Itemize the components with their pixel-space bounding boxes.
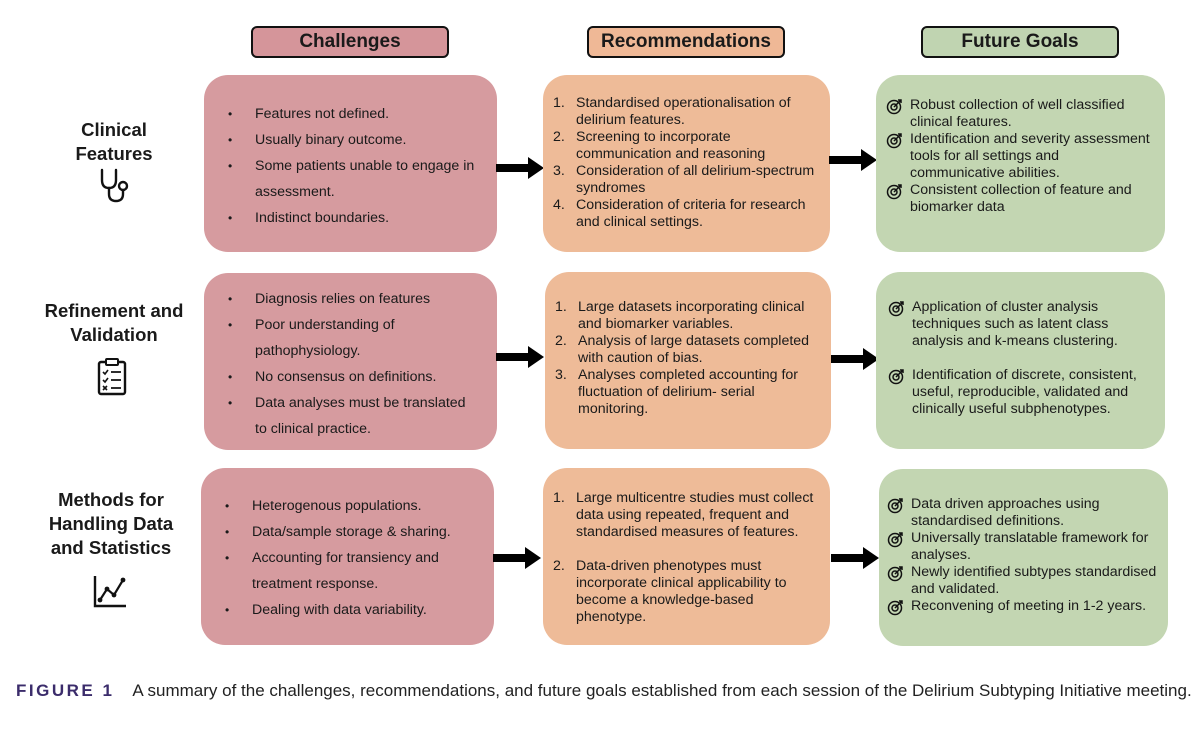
list-item: 4.Consideration of criteria for research… [553,197,806,230]
target-icon [886,133,902,149]
target-icon [888,301,904,317]
recommendations-box-methods-data-statistics: 1.Large multicentre studies must collect… [543,468,830,645]
clipboard-checklist-icon [97,358,127,396]
list-item: Consistent collection of feature and bio… [884,182,1157,216]
list-item: Data/sample storage & sharing. [225,519,478,545]
arrow-right-icon [496,157,544,179]
list-item: Some patients unable to engage in assess… [228,153,481,205]
recommendations-box-clinical-features: 1.Standardised operationalisation of del… [543,75,830,252]
list-item: 1.Standardised operationalisation of del… [553,95,791,128]
list-item: Poor understanding of pathophysiology. [228,312,481,364]
arrow-right-icon [496,346,544,368]
list-item: 2.Data-driven phenotypes must incorporat… [553,558,787,625]
recommendations-box-refinement-validation: 1.Large datasets incorporating clinical … [545,272,831,449]
future-goals-box-methods-data-statistics: Data driven approaches using standardise… [879,469,1168,646]
figure-caption: FIGURE 1 A summary of the challenges, rec… [16,678,1196,704]
future-goals-header: Future Goals [921,26,1119,58]
challenges-box-refinement-validation: Diagnosis relies on features Poor unders… [204,273,497,450]
list-item: Features not defined. [228,101,481,127]
list-item: 2.Analysis of large datasets completed w… [555,333,810,366]
list-item: Reconvening of meeting in 1-2 years. [885,598,1162,616]
list-item: 2.Screening to incorporate communication… [553,129,766,162]
list-item: 1.Large datasets incorporating clinical … [555,299,805,332]
list-item: 3.Analyses completed accounting for fluc… [555,367,799,417]
target-icon [887,498,903,514]
target-icon [887,566,903,582]
target-icon [887,532,903,548]
list-item: Application of cluster analysis techniqu… [886,299,1157,350]
recommendations-header: Recommendations [587,26,785,58]
target-icon [886,184,902,200]
future-goals-box-clinical-features: Robust collection of well classified cli… [876,75,1165,252]
stethoscope-icon [100,168,129,203]
list-item: Universally translatable framework for a… [885,530,1162,564]
list-item: Robust collection of well classified cli… [884,97,1157,131]
list-item: Usually binary outcome. [228,127,481,153]
list-item: 3.Consideration of all delirium-spectrum… [553,163,815,196]
challenges-box-methods-data-statistics: Heterogenous populations. Data/sample st… [201,468,494,645]
target-icon [887,600,903,616]
list-item: Heterogenous populations. [225,493,478,519]
list-item: Newly identified subtypes standardised a… [885,564,1162,598]
target-icon [886,99,902,115]
list-item: Diagnosis relies on features [228,286,481,312]
future-goals-box-refinement-validation: Application of cluster analysis techniqu… [876,272,1165,449]
list-item: Accounting for transiency and treatment … [225,545,478,597]
challenges-box-clinical-features: Features not defined. Usually binary out… [204,75,497,252]
list-item: Identification and severity assessment t… [884,131,1157,182]
list-item: No consensus on definitions. [228,364,481,390]
list-item: 1.Large multicentre studies must collect… [553,490,814,540]
list-item: Dealing with data variability. [225,597,478,623]
arrow-right-icon [829,149,877,171]
figure-label: FIGURE 1 [16,681,115,700]
challenges-header: Challenges [251,26,449,58]
list-item: Indistinct boundaries. [228,205,481,231]
arrow-right-icon [493,547,541,569]
target-icon [888,369,904,385]
list-item: Data analyses must be translated to clin… [228,390,481,442]
arrow-right-icon [831,348,879,370]
list-item: Data driven approaches using standardise… [885,496,1162,530]
list-item: Identification of discrete, consistent, … [886,367,1157,418]
line-chart-icon [93,576,126,608]
caption-text: A summary of the challenges, recommendat… [132,681,1192,700]
arrow-right-icon [831,547,879,569]
